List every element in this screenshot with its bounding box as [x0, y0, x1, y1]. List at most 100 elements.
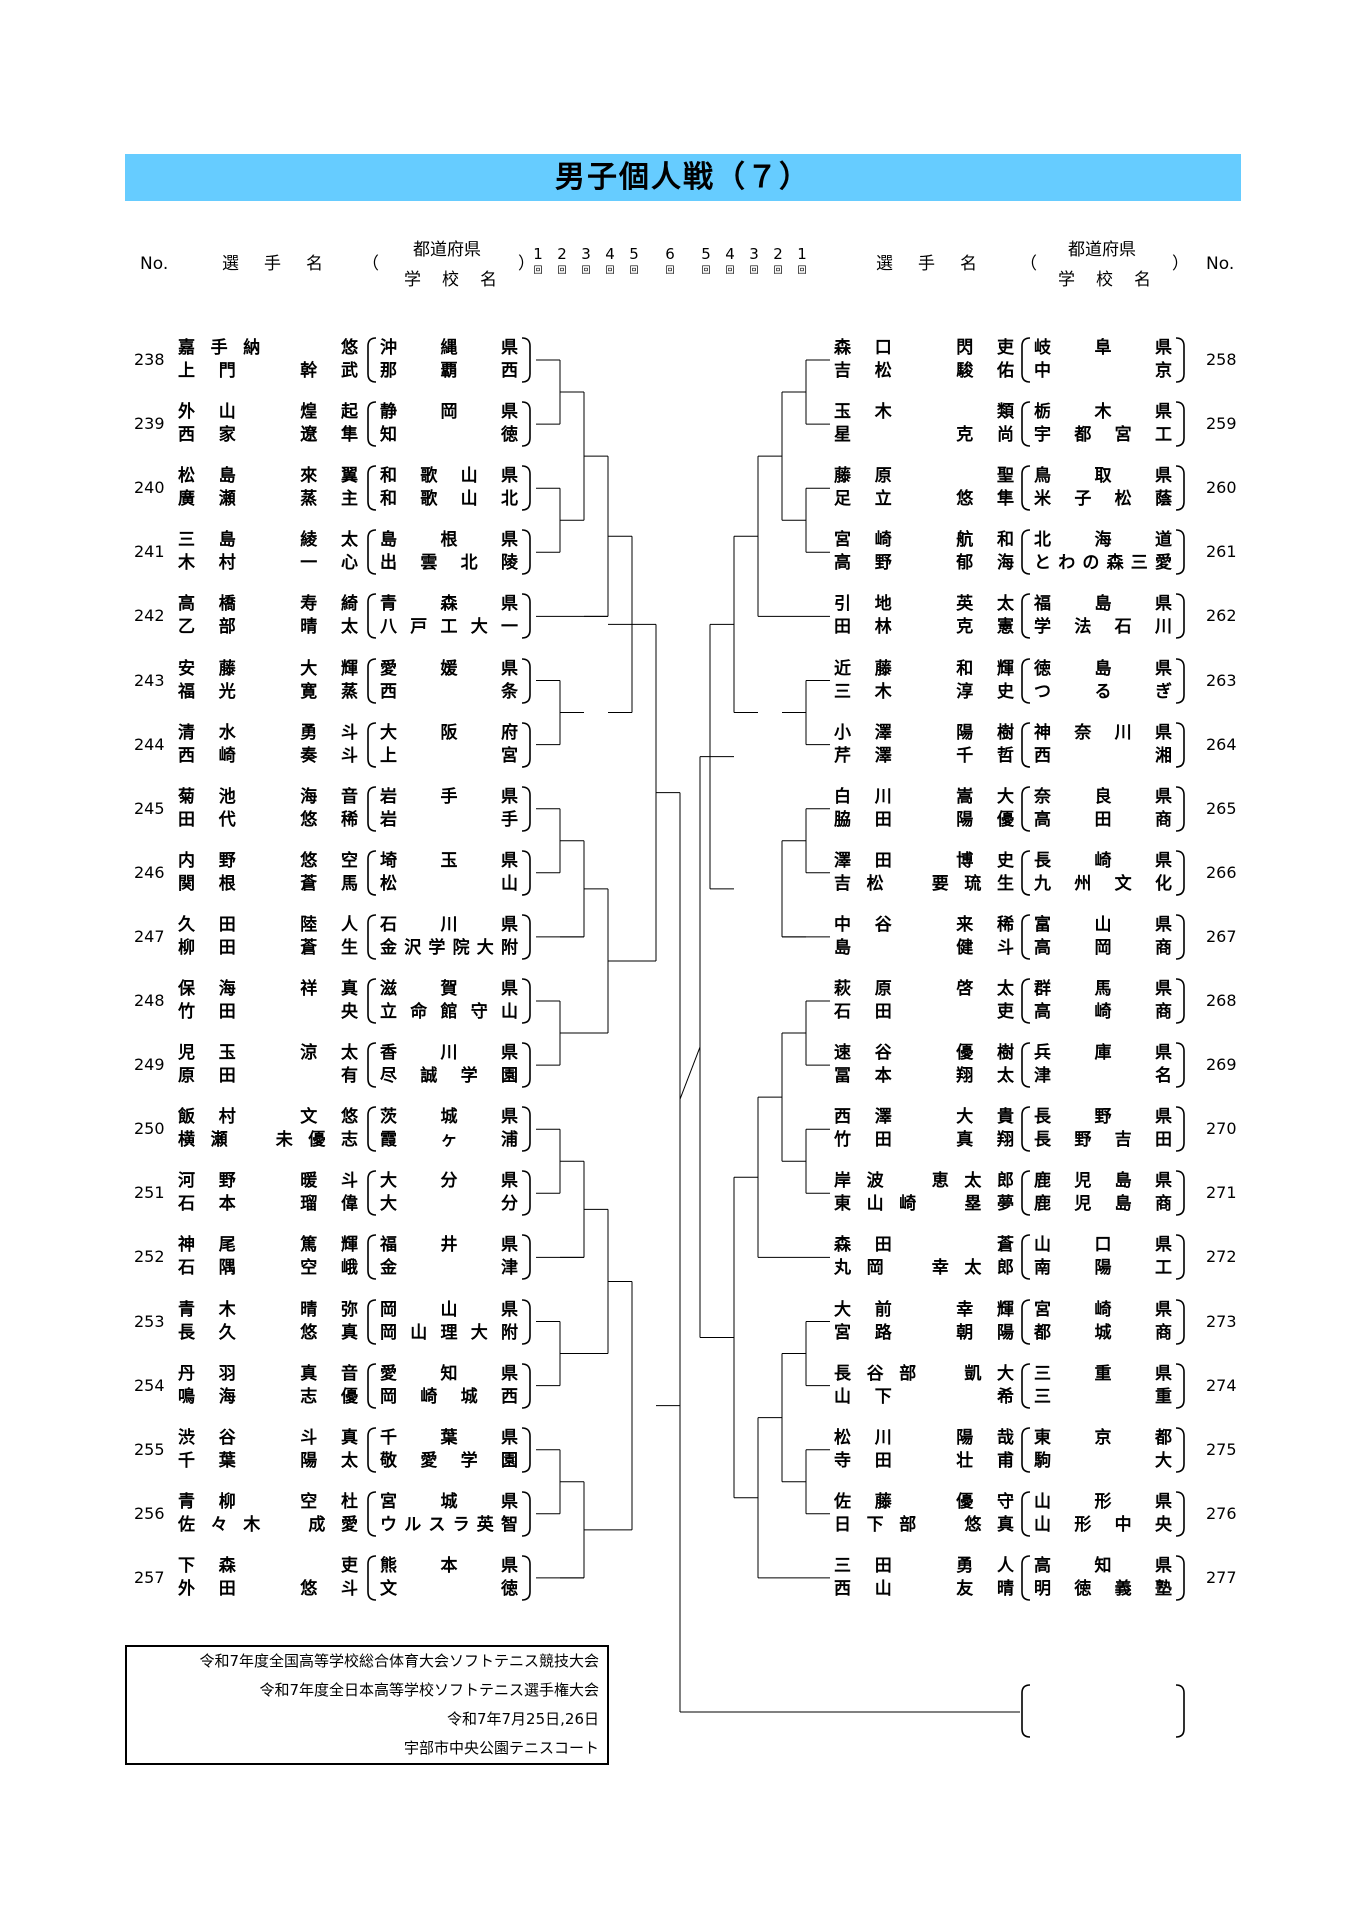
school-name: 高崎商 [1034, 1002, 1172, 1022]
player-name: 萩原 啓太 [834, 979, 1014, 999]
prefecture-name: 石川県 [380, 914, 518, 935]
prefecture-name: 茨城県 [380, 1107, 518, 1128]
partner-name: 千葉 陽太 [178, 1450, 358, 1471]
school-bracket [1020, 977, 1186, 1025]
partner-name: 佐々木 成愛 [178, 1514, 358, 1535]
entry-number: 240 [134, 478, 165, 498]
round-unit: 回 [605, 266, 615, 276]
partner-name: 日下部 悠真 [834, 1514, 1014, 1535]
school-name: 霞ヶ浦 [380, 1130, 518, 1151]
entry-number: 251 [134, 1183, 165, 1203]
player-name: 藤原 聖 [834, 466, 1014, 487]
school-bracket [366, 1169, 532, 1217]
round-unit: 回 [701, 266, 711, 276]
entry-number: 277 [1206, 1567, 1237, 1587]
player-name: 岸波 恵太郎 [834, 1171, 1014, 1192]
school-name: 尽誠学園 [380, 1066, 518, 1087]
prefecture-name: 奈良県 [1034, 786, 1172, 807]
prefecture-name: 岡山県 [380, 1299, 518, 1320]
school-bracket [1020, 1041, 1186, 1089]
entry-number: 273 [1206, 1311, 1237, 1331]
entry-number: 252 [134, 1247, 165, 1267]
entry-number: 271 [1206, 1183, 1237, 1203]
school-bracket [1020, 1426, 1186, 1474]
school-name: 八戸工大一 [380, 617, 518, 638]
partner-name: 鳴海 志優 [178, 1386, 358, 1407]
partner-name: 関根 蒼馬 [178, 873, 358, 894]
partner-name: 竹田 央 [178, 1002, 358, 1022]
partner-name: 芹澤 千哲 [834, 745, 1014, 766]
partner-name: 木村 一心 [178, 553, 358, 574]
school-name: 高岡商 [1034, 937, 1172, 958]
player-name: 児玉 涼太 [178, 1043, 358, 1064]
round-unit: 回 [773, 266, 783, 276]
entry-number: 239 [134, 414, 165, 434]
player-name: 清水 勇斗 [178, 722, 358, 743]
player-name: 中谷 来稀 [834, 914, 1014, 935]
partner-name: 星 克尚 [834, 425, 1014, 446]
school-bracket [366, 336, 532, 384]
entry-number: 243 [134, 670, 165, 690]
player-name: 速谷 優樹 [834, 1043, 1014, 1064]
entry-number: 274 [1206, 1375, 1237, 1395]
school-bracket [366, 528, 532, 576]
school-name: 高田商 [1034, 809, 1172, 830]
prefecture-name: 兵庫県 [1034, 1043, 1172, 1064]
player-name: 森田 蒼 [834, 1235, 1014, 1256]
player-name: 飯村 文悠 [178, 1107, 358, 1128]
player-name: 青柳 空杜 [178, 1491, 358, 1512]
title-banner: 男子個人戦（７） [125, 154, 1241, 201]
entry-number: 258 [1206, 350, 1237, 369]
prefecture-name: 鳥取県 [1034, 466, 1172, 487]
entry-number: 264 [1206, 734, 1237, 754]
prefecture-name: 岩手県 [380, 786, 518, 807]
header-prefecture-right: 都道府県 [1068, 240, 1136, 260]
school-name: 米子松蔭 [1034, 489, 1172, 510]
prefecture-name: 富山県 [1034, 914, 1172, 935]
entry-number: 242 [134, 606, 165, 626]
prefecture-name: 愛知県 [380, 1363, 518, 1384]
partner-name: 吉松 要琉生 [834, 873, 1014, 894]
partner-name: 竹田 真翔 [834, 1130, 1014, 1151]
entry-number: 259 [1206, 414, 1237, 434]
prefecture-name: 大分県 [380, 1171, 518, 1192]
entry-number: 268 [1206, 991, 1237, 1010]
partner-name: 石田 吏 [834, 1002, 1014, 1022]
event-name-2: 令和7年度全日本高等学校ソフトテニス選手権大会 [259, 1681, 599, 1699]
player-name: 松島 來翼 [178, 466, 358, 487]
school-name: 敬愛学園 [380, 1450, 518, 1471]
entry-number: 266 [1206, 862, 1237, 882]
round-number: 1 [533, 245, 543, 263]
entry-number: 270 [1206, 1119, 1237, 1139]
prefecture-name: 埼玉県 [380, 850, 518, 871]
header-player-name-left: 選 手 名 [222, 254, 327, 274]
partner-name: 乙部 晴太 [178, 617, 358, 638]
school-bracket [366, 1554, 532, 1602]
player-name: 渋谷 斗真 [178, 1427, 358, 1448]
school-bracket [1020, 400, 1186, 448]
school-name: 松 山 [380, 873, 518, 894]
school-name: 岩 手 [380, 809, 518, 830]
player-name: 保海 祥真 [178, 979, 358, 999]
school-bracket [1020, 849, 1186, 897]
round-unit: 回 [581, 266, 591, 276]
prefecture-name: 静岡県 [380, 402, 518, 423]
school-name: 宇都宮工 [1034, 425, 1172, 446]
partner-name: 足立 悠隼 [834, 489, 1014, 510]
player-name: 嘉手納 悠 [178, 338, 358, 358]
player-name: 大前 幸輝 [834, 1299, 1014, 1320]
